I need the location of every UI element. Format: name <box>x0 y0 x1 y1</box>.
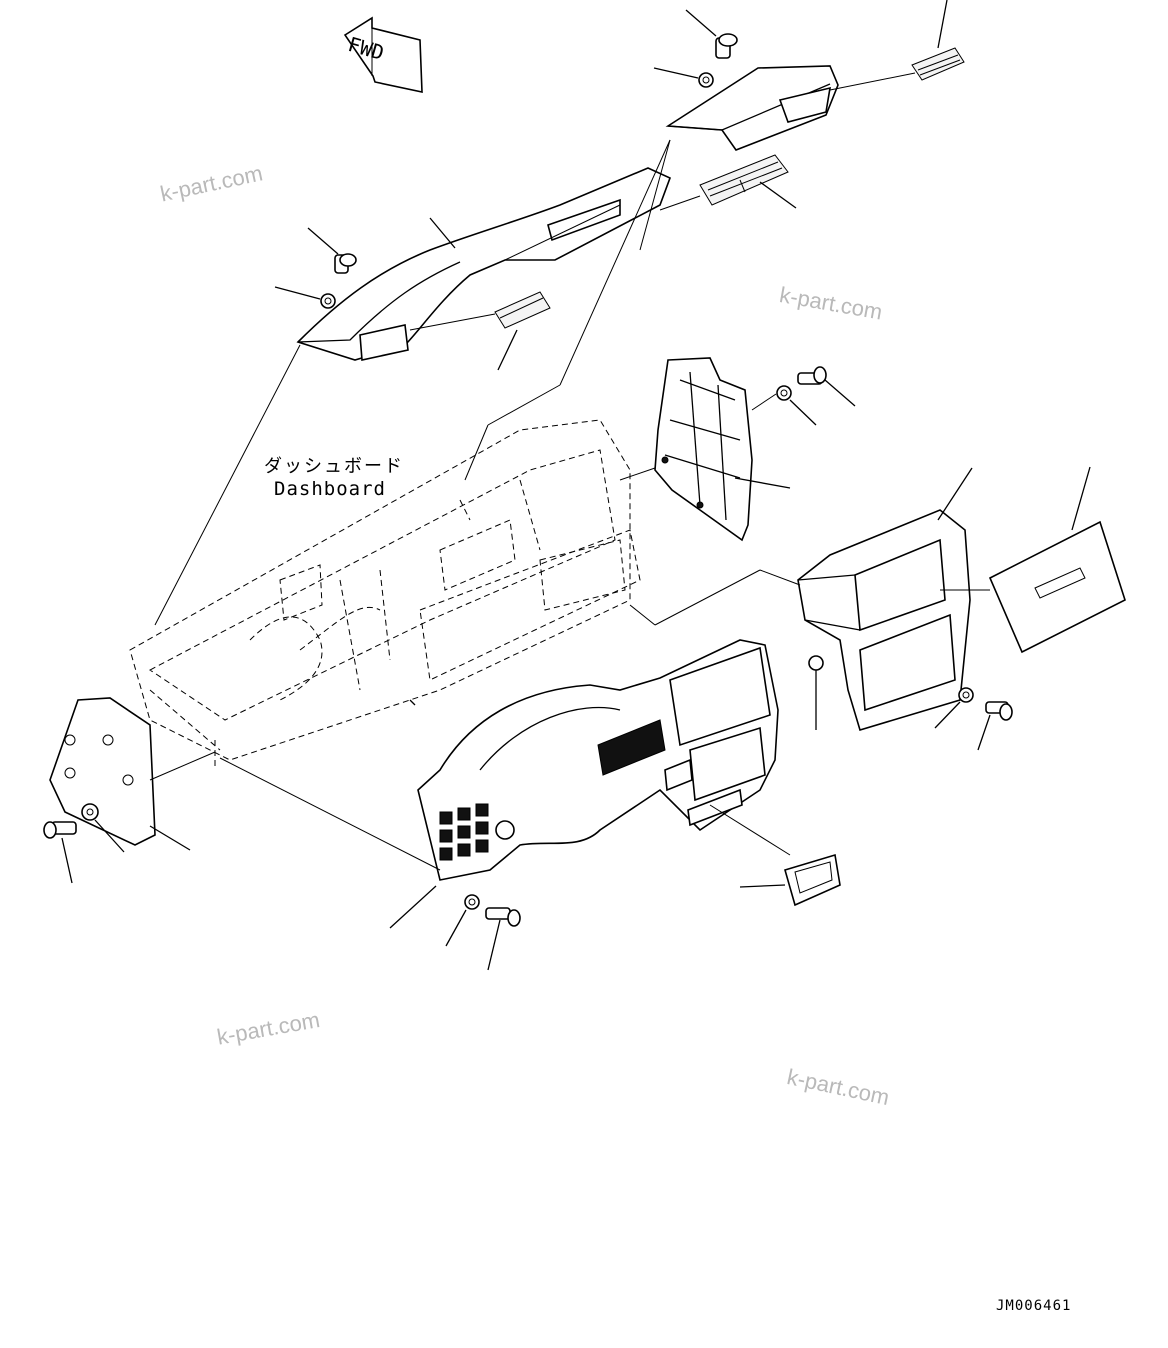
upper-right-cover <box>665 65 916 151</box>
bolt-bottom-center <box>445 894 521 971</box>
small-cap <box>739 853 841 907</box>
bolt-top-center <box>653 9 738 88</box>
leader-line <box>487 384 561 426</box>
left-side-cover <box>49 697 216 851</box>
upper-dashboard-cover <box>296 167 672 361</box>
right-console-box <box>629 467 973 731</box>
bolt-right-panel <box>751 366 856 426</box>
grille-top-right <box>911 0 965 81</box>
leader-line <box>559 139 671 386</box>
dashboard-label-en: Dashboard <box>274 478 386 500</box>
dashboard-frame <box>129 419 641 770</box>
dashboard-label-jp: ダッシュボード <box>264 456 404 477</box>
grille-left <box>409 291 551 371</box>
leader-line <box>154 344 301 626</box>
fwd-arrow <box>343 16 423 93</box>
grille-center <box>659 154 797 211</box>
right-flat-cover <box>940 466 1126 654</box>
leader-line <box>639 139 671 251</box>
bolt-lower-left <box>43 803 125 884</box>
bolt-upper-left <box>274 227 357 309</box>
side-duct-panel <box>619 357 791 542</box>
switch-panel <box>439 803 515 861</box>
drawing-id: JM006461 <box>996 1298 1072 1314</box>
bolt-right-lower <box>934 687 1013 751</box>
main-dashboard-panel <box>219 639 791 929</box>
leader-line <box>464 424 489 481</box>
